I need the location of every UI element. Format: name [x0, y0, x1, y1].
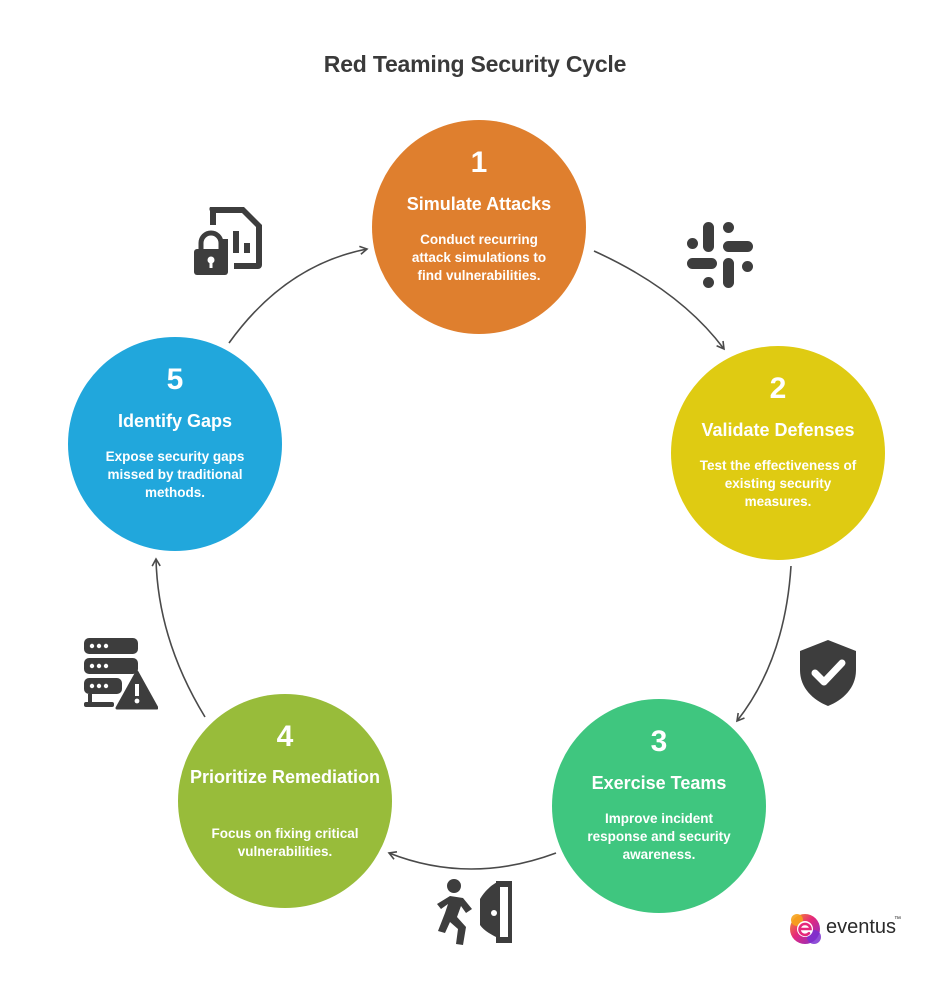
secure-document-icon [194, 207, 262, 275]
step-description: Focus on fixing critical vulnerabilities… [211, 826, 359, 859]
step-description: Improve incident response and security a… [587, 811, 731, 862]
arrow-3-to-4 [387, 851, 557, 870]
step-heading: Exercise Teams [591, 773, 727, 793]
step-simulate-attacks: 1 Simulate Attacks Conduct recurring att… [372, 120, 586, 334]
step-heading: Prioritize Remediation [189, 767, 381, 787]
step-number: 4 [276, 720, 294, 753]
diagram-title: Red Teaming Security Cycle [323, 51, 627, 77]
arrow-4-to-5 [151, 557, 206, 718]
server-warning-icon [84, 638, 158, 710]
step-heading: Simulate Attacks [406, 194, 552, 214]
step-number: 2 [769, 372, 787, 405]
step-description: Expose security gaps missed by tradition… [105, 449, 245, 500]
step-number: 5 [166, 363, 184, 396]
step-heading: Validate Defenses [701, 420, 855, 440]
logo-wordmark: eventus [826, 916, 897, 938]
logo-trademark: ™ [894, 916, 901, 923]
step-heading: Identify Gaps [117, 411, 233, 431]
eventus-logo: eventus ™ [786, 910, 906, 950]
step-validate-defenses: 2 Validate Defenses Test the effectivene… [671, 346, 885, 560]
arrow-2-to-3 [736, 565, 792, 723]
step-number: 3 [650, 725, 668, 758]
step-prioritize-remediation: 4 Prioritize Remediation Focus on fixing… [178, 694, 392, 908]
shield-check-icon [800, 640, 856, 706]
step-identify-gaps: 5 Identify Gaps Expose security gaps mis… [68, 337, 282, 551]
step-description: Test the effectiveness of existing secur… [699, 458, 857, 509]
step-description: Conduct recurring attack simulations to … [411, 232, 547, 283]
step-number: 1 [470, 146, 488, 179]
arrow-5-to-1 [228, 245, 369, 344]
eventus-logo-mark [790, 914, 821, 944]
step-exercise-teams: 3 Exercise Teams Improve incident respon… [552, 699, 766, 913]
slack-icon [687, 222, 753, 288]
emergency-exit-icon [437, 879, 512, 945]
arrow-1-to-2 [593, 250, 725, 351]
